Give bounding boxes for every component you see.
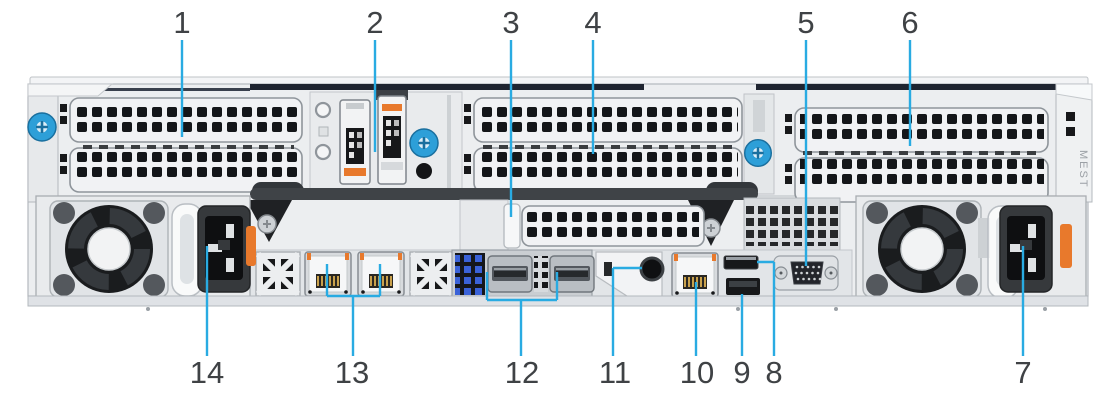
boss-card-slot-2 xyxy=(377,95,407,185)
divider-thumbscrew-icon xyxy=(743,138,773,168)
vga-pin-holes xyxy=(794,265,822,281)
vent-xplate-icon xyxy=(410,252,454,296)
pcie-riser-2 xyxy=(464,97,743,193)
boss-card-slot-1 xyxy=(339,99,371,185)
vent-xplate-icon xyxy=(256,252,300,296)
left-thumbscrew-icon xyxy=(26,111,58,143)
callout-leader-lines xyxy=(180,40,1025,356)
callout-13-line xyxy=(325,264,382,356)
system-id-button xyxy=(639,256,665,282)
callout-11-label: 11 xyxy=(599,355,631,390)
riser3-vent-dashes xyxy=(802,151,1042,157)
psu2-release-tab xyxy=(246,226,256,266)
callout-8-label: 8 xyxy=(765,355,782,390)
pcie-riser-1 xyxy=(60,97,303,193)
low-profile-slot xyxy=(459,199,705,253)
callout-12-label: 12 xyxy=(505,355,539,390)
callout-2-label: 2 xyxy=(366,5,383,40)
riser1-vent-dashes xyxy=(78,144,294,150)
psu1-fan xyxy=(863,201,981,297)
callout-1-label: 1 xyxy=(173,5,190,40)
power-supply-unit-1 xyxy=(856,196,1087,302)
boss-release-button xyxy=(416,163,432,179)
callout-5-label: 5 xyxy=(797,5,814,40)
callout-3-label: 3 xyxy=(502,5,519,40)
psu1-release-tab xyxy=(1060,224,1072,268)
callout-14-label: 14 xyxy=(190,355,224,390)
callout-numbers: 1 2 3 4 5 6 14 13 12 11 10 9 8 7 xyxy=(173,5,1031,390)
idrac-direct-micro-usb-port xyxy=(723,255,759,270)
right-rack-latch: MEST xyxy=(1055,83,1093,203)
callout-8-line xyxy=(757,260,776,356)
boss-orange-tab xyxy=(344,168,366,176)
boss-thumbscrew-icon xyxy=(408,127,440,159)
ocp-nic-card xyxy=(451,249,595,299)
vga-port xyxy=(773,255,839,291)
riser2-vent-dashes xyxy=(482,144,734,150)
callout-10-label: 10 xyxy=(680,355,714,390)
chassis-side-label: MEST xyxy=(1077,150,1089,189)
callout-13-label: 13 xyxy=(335,355,369,390)
pcie-riser-3 xyxy=(785,107,1049,203)
boss-module-bay xyxy=(309,90,463,193)
callout-7-label: 7 xyxy=(1014,355,1031,390)
psu1-power-inlet xyxy=(999,205,1053,293)
callout-6-label: 6 xyxy=(901,5,918,40)
callout-4-label: 4 xyxy=(584,5,601,40)
ocp-port-1 xyxy=(487,255,533,293)
riser-divider xyxy=(743,93,775,195)
usb-port xyxy=(726,278,760,295)
power-supply-unit-2 xyxy=(35,196,256,302)
boss-orange-tab xyxy=(382,104,402,111)
callout-9-label: 9 xyxy=(733,355,750,390)
io-panel xyxy=(249,249,853,299)
callout-11-line xyxy=(611,266,642,356)
psu2-fan xyxy=(50,201,168,297)
callout-12-line xyxy=(485,272,559,356)
rear-vent-grid xyxy=(743,197,841,251)
left-lever-screw-icon xyxy=(257,214,277,234)
chassis: MEST xyxy=(26,76,1093,311)
